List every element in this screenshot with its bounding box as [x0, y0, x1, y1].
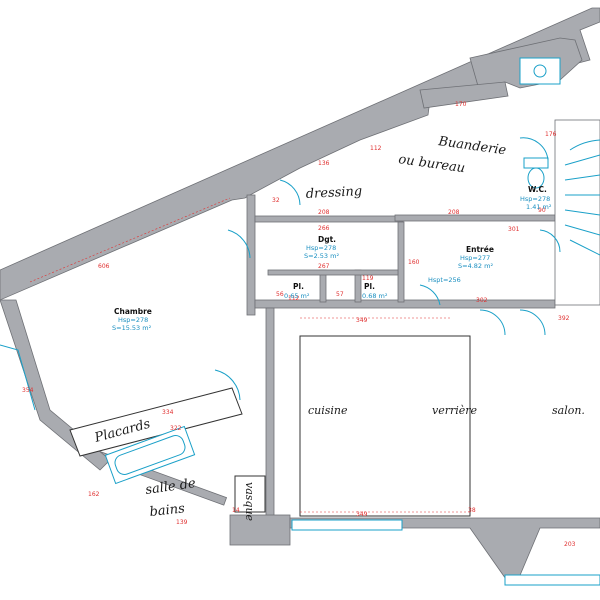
sink-basin	[533, 64, 547, 78]
staircase-icon	[564, 139, 600, 256]
label-cuisine: cuisine	[308, 404, 348, 417]
dim-301: 301	[508, 226, 520, 233]
dim-112: 112	[370, 145, 382, 152]
dim-266: 266	[318, 225, 330, 232]
room-wc-hsp: Hsp=278	[520, 195, 550, 203]
room-entree-hsp: Hsp=277	[460, 254, 490, 262]
room-dgt-area: S=2.53 m²	[304, 252, 339, 260]
dim-302: 302	[476, 297, 488, 304]
window-chambre	[0, 344, 36, 411]
door-arc-dressing	[279, 179, 301, 206]
dim-56: 56	[276, 291, 284, 298]
door-arc-chambre	[227, 229, 251, 259]
wall-living-left	[265, 307, 275, 519]
room-pl1-name: Pl.	[293, 282, 304, 291]
room-entree-name: Entrée	[466, 245, 494, 254]
door-arc-salon	[479, 309, 506, 336]
label-salon: salon.	[552, 404, 585, 417]
dim-203: 203	[564, 541, 576, 548]
label-bains: bains	[149, 501, 186, 520]
window-bottom-right	[504, 574, 600, 586]
wall-stair-block	[554, 119, 600, 306]
room-pl1-area: 0.65 m²	[284, 292, 310, 300]
door-arc-entree	[419, 284, 441, 306]
cuisine-outline	[299, 335, 471, 517]
dim-38: 38	[468, 507, 476, 514]
dim-14: 14	[232, 507, 240, 514]
dim-139: 139	[176, 519, 188, 526]
placards-cabinet	[69, 387, 243, 457]
dim-606: 606	[98, 263, 110, 270]
dim-322: 322	[170, 425, 182, 432]
room-dgt-name: Dgt.	[318, 235, 336, 244]
dim-119: 119	[362, 275, 374, 282]
wall-entree-left	[397, 221, 405, 303]
door-arc-bath	[214, 369, 241, 401]
wall-chambre-right	[246, 194, 256, 316]
room-entree-hspt: Hspt=256	[428, 276, 461, 284]
room-pl2-area: 0.68 m²	[362, 292, 388, 300]
dim-160: 160	[408, 259, 420, 266]
room-pl2-name: Pl.	[364, 282, 375, 291]
room-chambre-area: S=15.53 m²	[112, 324, 152, 332]
dim-208b: 208	[448, 209, 460, 216]
dim-136: 136	[318, 160, 330, 167]
dim-349b: 349	[356, 511, 368, 518]
dim-176: 176	[545, 131, 557, 138]
wall-buanderie-bottom	[394, 214, 556, 222]
dimension-line-606	[29, 197, 231, 283]
window-bottom	[291, 519, 403, 531]
room-wc-area: 1.41 m²	[526, 203, 552, 211]
door-arc-wc	[539, 229, 561, 253]
dim-162: 162	[88, 491, 100, 498]
room-entree-area: S=4.82 m²	[458, 262, 493, 270]
dim-349a: 349	[356, 317, 368, 324]
dim-267: 267	[318, 263, 330, 270]
dim-334: 334	[162, 409, 174, 416]
dim-32: 32	[272, 197, 280, 204]
wall-dgt-bottom	[267, 269, 399, 276]
label-buanderie: Buanderie	[436, 134, 507, 159]
label-ou-bureau: ou bureau	[397, 152, 465, 176]
wall-corridor-bottom	[254, 299, 556, 309]
label-dressing: dressing	[305, 184, 362, 202]
vasque-unit	[234, 475, 266, 513]
label-verriere: verrière	[432, 404, 478, 417]
label-vasque: vasque	[243, 482, 256, 522]
wall-bottom-left	[229, 514, 291, 546]
room-chambre-name: Chambre	[114, 307, 152, 316]
dim-208a: 208	[318, 209, 330, 216]
toilet-icon	[527, 167, 545, 189]
door-arc-salon-2	[519, 309, 546, 336]
dim-57: 57	[336, 291, 344, 298]
room-wc-name: W.C.	[528, 185, 547, 194]
wc-tank	[523, 157, 549, 169]
door-arc-buanderie	[519, 137, 549, 161]
dim-90: 90	[538, 207, 546, 214]
bathtub	[104, 425, 196, 485]
dim-170: 170	[455, 101, 467, 108]
label-salle-de: salle de	[144, 476, 196, 498]
dim-354: 354	[22, 387, 34, 394]
dim-392: 392	[558, 315, 570, 322]
wall-dressing-bottom	[254, 215, 404, 223]
room-chambre-hsp: Hsp=278	[118, 316, 148, 324]
room-dgt-hsp: Hsp=278	[306, 244, 336, 252]
wall-buanderie-top	[419, 81, 509, 109]
dim-112b: 112	[288, 295, 300, 302]
